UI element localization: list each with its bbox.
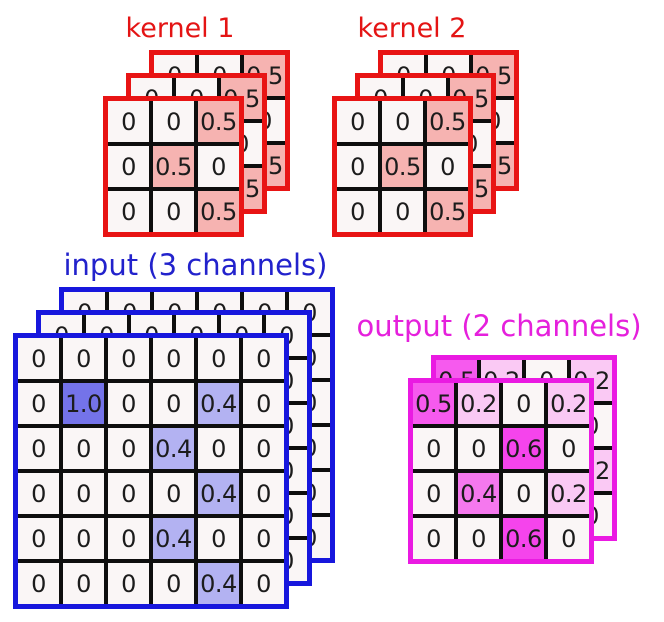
- grid-cell: 0: [153, 383, 194, 424]
- grid-cell: 0: [153, 191, 194, 232]
- grid-cell: 0: [63, 338, 104, 379]
- grid-cell: 0: [153, 473, 194, 514]
- grid-cell: 0: [337, 191, 378, 232]
- grid-cell: 0: [413, 518, 454, 559]
- grid-cell: 0: [108, 383, 149, 424]
- grid-cell: 0: [198, 146, 239, 187]
- output-title: output (2 channels): [356, 309, 642, 343]
- grid-cell: 0.4: [198, 383, 239, 424]
- grid-cell: 0: [18, 428, 59, 469]
- input-title: input (3 channels): [63, 248, 328, 282]
- grid-cell: 0.4: [198, 563, 239, 604]
- grid-cell: 0: [18, 473, 59, 514]
- grid-cell: 1.0: [63, 383, 104, 424]
- grid-cell: 0: [63, 518, 104, 559]
- grid-cell: 0: [108, 191, 149, 232]
- grid-cell: 0.2: [548, 383, 589, 424]
- grid-cell: 0: [337, 101, 378, 142]
- kernel1-title: kernel 1: [125, 13, 235, 44]
- grid-cell: 0: [18, 563, 59, 604]
- grid-cell: 0: [198, 428, 239, 469]
- grid-cell: 0: [108, 428, 149, 469]
- grid-cell: 0: [503, 383, 544, 424]
- grid-cell: 0.4: [198, 473, 239, 514]
- grid-cell: 0: [243, 518, 284, 559]
- grid-cell: 0: [243, 473, 284, 514]
- grid-cell: 0: [548, 518, 589, 559]
- grid-cell: 0: [198, 338, 239, 379]
- grid-cell: 0: [63, 428, 104, 469]
- grid-cell: 0: [108, 101, 149, 142]
- grid-cell: 0.5: [382, 146, 423, 187]
- grid-cell: 0: [153, 563, 194, 604]
- grid-cell: 0.4: [458, 473, 499, 514]
- grid-cell: 0.2: [548, 473, 589, 514]
- grid-cell: 0: [413, 473, 454, 514]
- grid-cell: 0: [18, 518, 59, 559]
- grid-cell: 0: [382, 101, 423, 142]
- grid-cell: 0: [382, 191, 423, 232]
- grid-cell: 0.5: [198, 101, 239, 142]
- grid-cell: 0: [503, 473, 544, 514]
- grid-cell: 0.4: [153, 518, 194, 559]
- grid-cell: 0: [63, 473, 104, 514]
- grid-cell: 0.6: [503, 428, 544, 469]
- grid-cell: 0: [243, 563, 284, 604]
- grid-cell: 0.5: [153, 146, 194, 187]
- grid-cell: 0: [108, 563, 149, 604]
- grid-cell: 0.5: [427, 191, 468, 232]
- grid-cell: 0: [153, 101, 194, 142]
- grid-cell: 0: [108, 473, 149, 514]
- grid-cell: 0.4: [153, 428, 194, 469]
- grid-cell: 0: [243, 383, 284, 424]
- grid-cell: 0.2: [458, 383, 499, 424]
- grid-cell: 0: [337, 146, 378, 187]
- grid-cell: 0: [63, 563, 104, 604]
- grid-cell: 0: [153, 338, 194, 379]
- grid-cell: 0: [108, 518, 149, 559]
- grid-cell: 0: [108, 146, 149, 187]
- kernel2-title: kernel 2: [357, 13, 467, 44]
- grid-cell: 0: [413, 428, 454, 469]
- grid-cell: 0: [458, 518, 499, 559]
- grid-cell: 0.6: [503, 518, 544, 559]
- grid-cell: 0: [548, 428, 589, 469]
- grid-cell: 0: [198, 518, 239, 559]
- grid-cell: 0.5: [198, 191, 239, 232]
- grid-cell: 0: [458, 428, 499, 469]
- grid-cell: 0: [18, 338, 59, 379]
- grid-cell: 0: [108, 338, 149, 379]
- grid-cell: 0: [243, 338, 284, 379]
- grid-cell: 0: [427, 146, 468, 187]
- grid-cell: 0: [18, 383, 59, 424]
- grid-cell: 0.5: [427, 101, 468, 142]
- grid-cell: 0: [243, 428, 284, 469]
- grid-cell: 0.5: [413, 383, 454, 424]
